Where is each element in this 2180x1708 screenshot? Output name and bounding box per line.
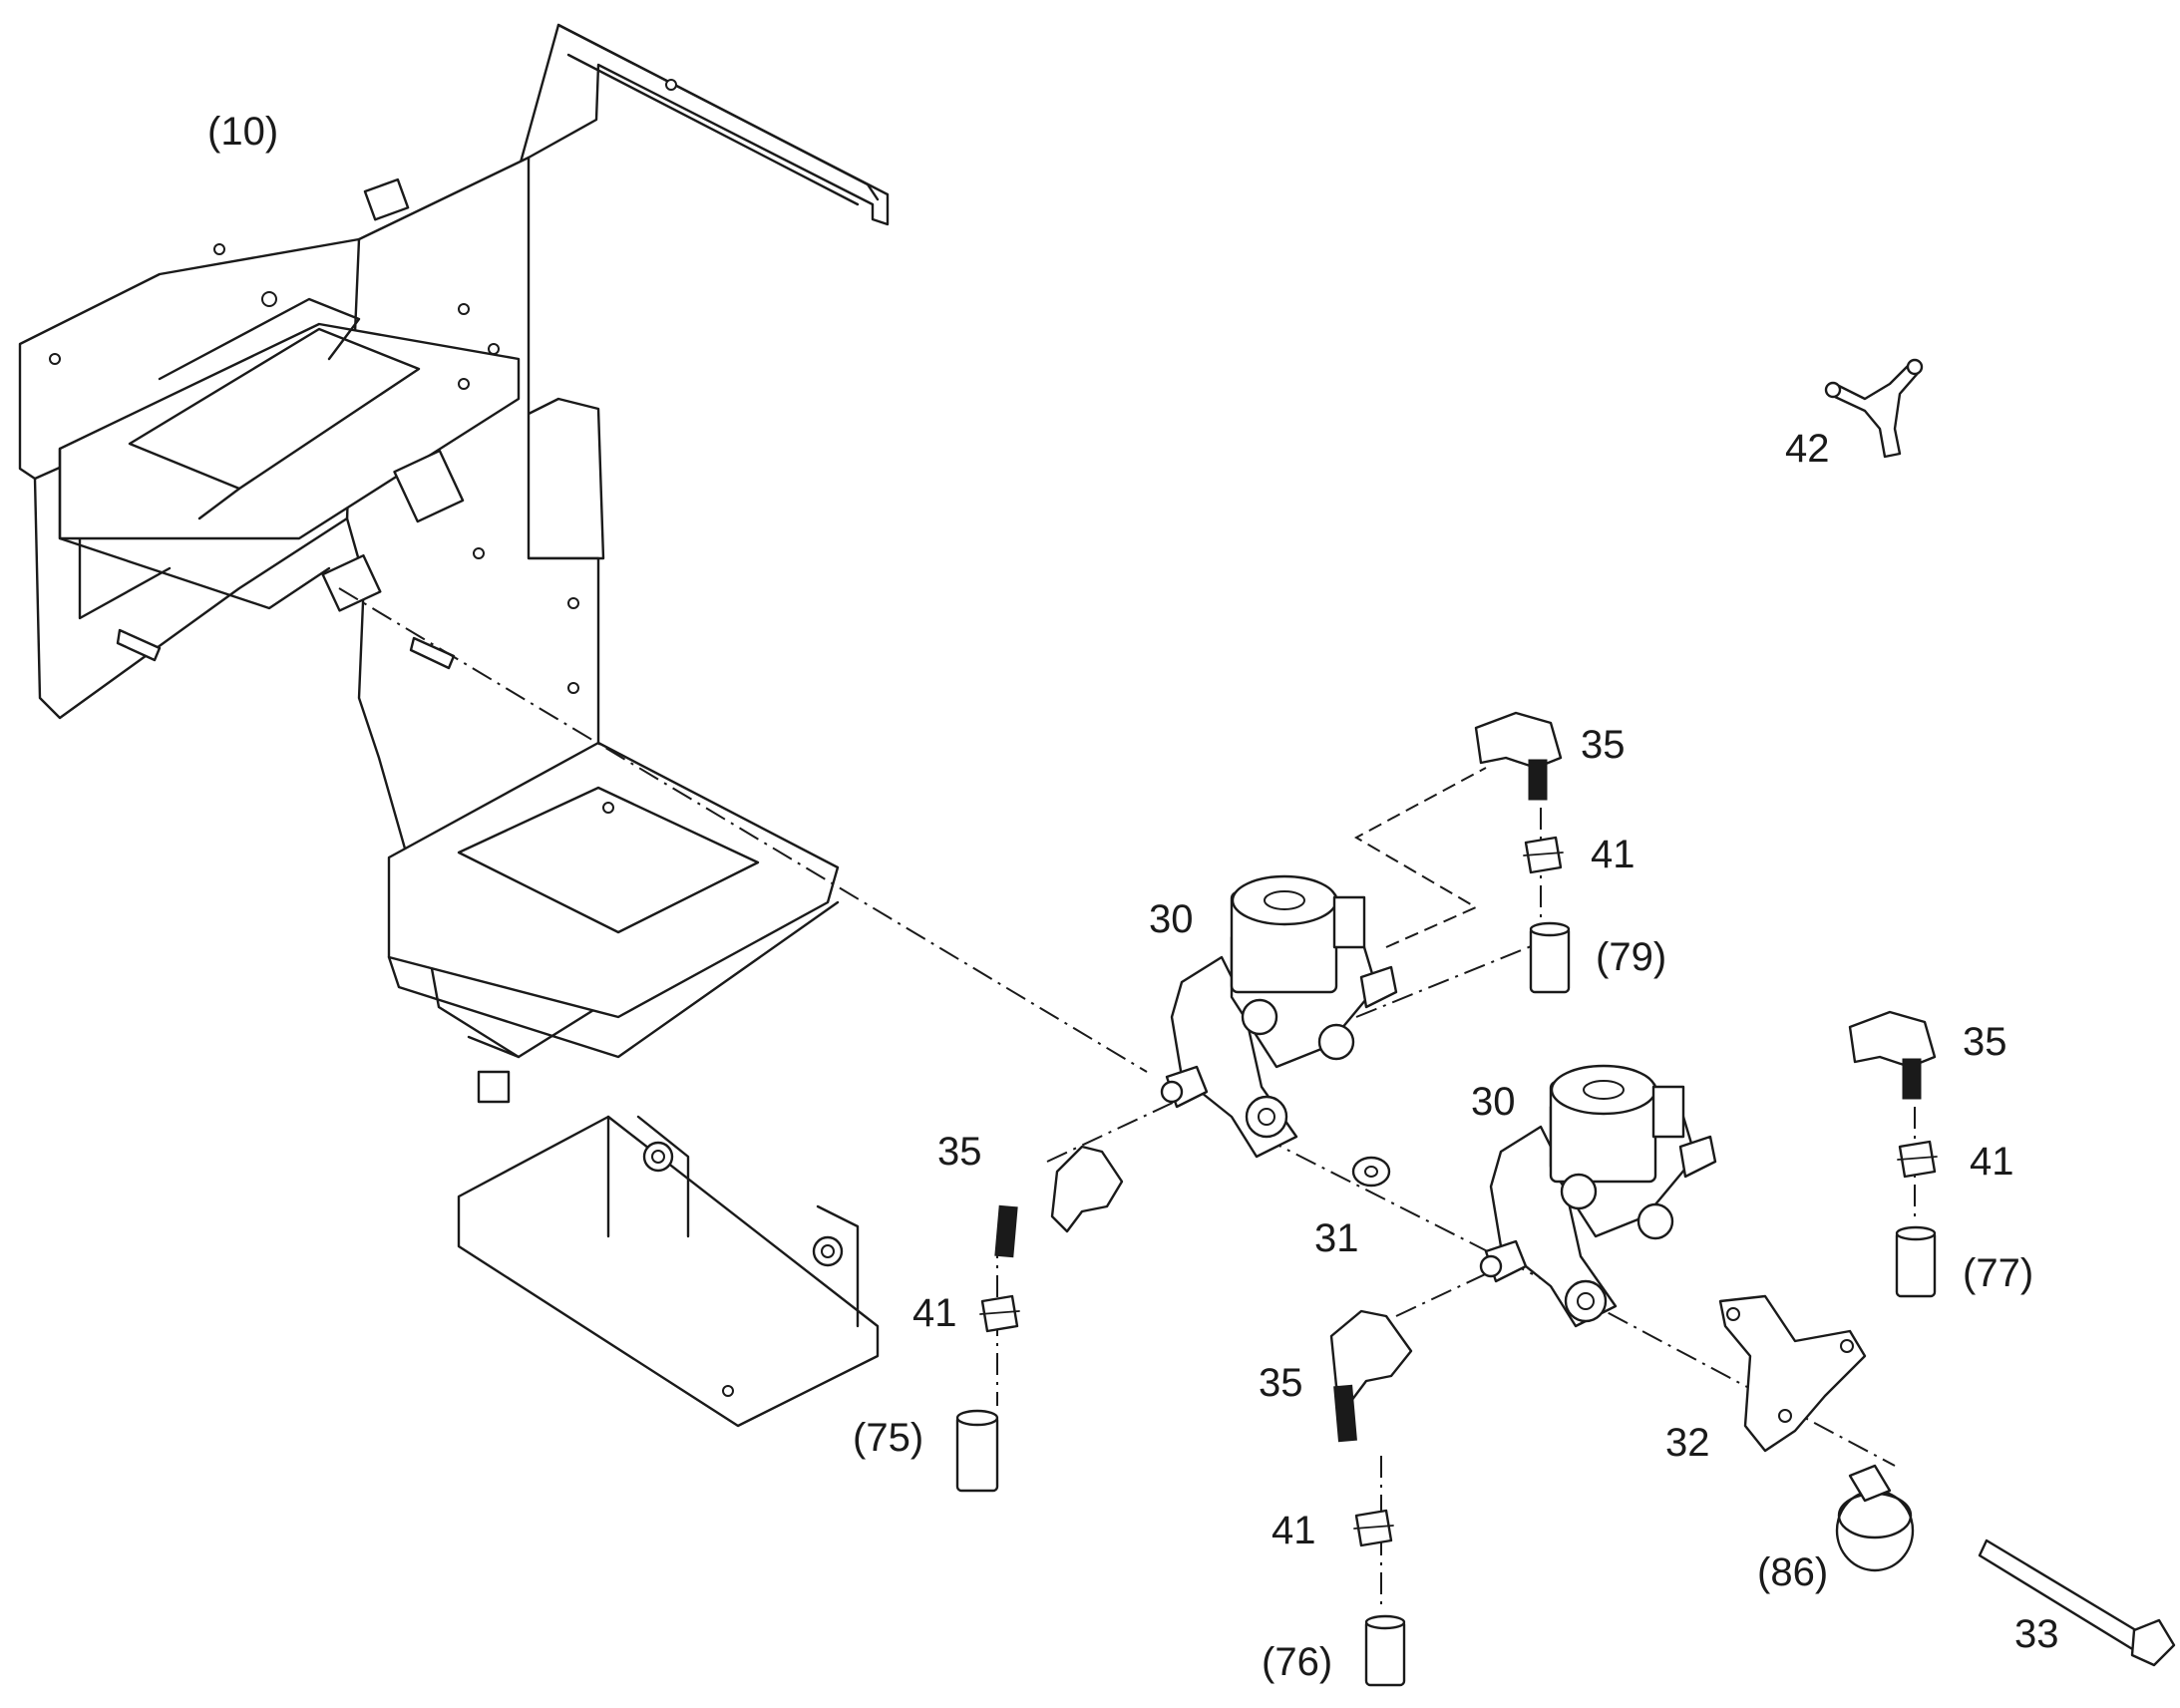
label-clamp-b: 41 [1970,1140,2014,1184]
label-frame: (10) [207,110,278,154]
label-hose-79: (79) [1596,935,1666,979]
hose-clamp-d [1353,1509,1394,1547]
hose-clamp-c [979,1294,1020,1333]
y-connector-part [1824,358,1924,459]
elbow-fitting-b [1848,1010,1937,1100]
elbow-fitting-c [994,1145,1124,1258]
label-valve-a: 30 [1149,897,1194,941]
hose-76 [1364,1614,1406,1687]
label-hose-75: (75) [853,1416,923,1460]
label-valve-b: 30 [1471,1080,1516,1124]
washer-part [1351,1156,1391,1188]
label-hose-76: (76) [1262,1640,1332,1684]
label-hose-77: (77) [1963,1251,2033,1295]
label-grommet: (86) [1757,1550,1828,1594]
grommet-part [1835,1464,1915,1572]
label-clamp-d: 41 [1272,1509,1316,1552]
label-elbow-b: 35 [1963,1020,2007,1064]
label-washer: 31 [1314,1216,1359,1260]
bolt-part [1978,1538,2176,1667]
hose-clamp-b [1897,1140,1938,1179]
elbow-fitting-a [1474,711,1563,801]
label-clamp-c: 41 [912,1291,957,1335]
label-elbow-c: 35 [937,1130,982,1174]
solenoid-valve-lower [1479,1064,1717,1328]
label-y-connector: 42 [1785,427,1830,471]
hose-79 [1529,921,1571,994]
hose-clamp-a [1523,836,1564,874]
solenoid-valve-upper [1160,874,1398,1159]
label-elbow-d: 35 [1259,1361,1303,1405]
mounting-frame [18,23,890,1428]
label-elbow-a: 35 [1581,723,1626,767]
label-bracket: 32 [1665,1421,1710,1465]
label-bolt: 33 [2014,1612,2059,1656]
callout-labels: (10) 42 35 41 30 (79) 35 30 35 41 31 (77… [207,110,2059,1684]
bracket-part [1718,1294,1867,1453]
label-clamp-a: 41 [1591,833,1635,876]
hose-77 [1895,1225,1937,1298]
elbow-fitting-d [1329,1309,1413,1443]
hose-75 [955,1409,999,1493]
